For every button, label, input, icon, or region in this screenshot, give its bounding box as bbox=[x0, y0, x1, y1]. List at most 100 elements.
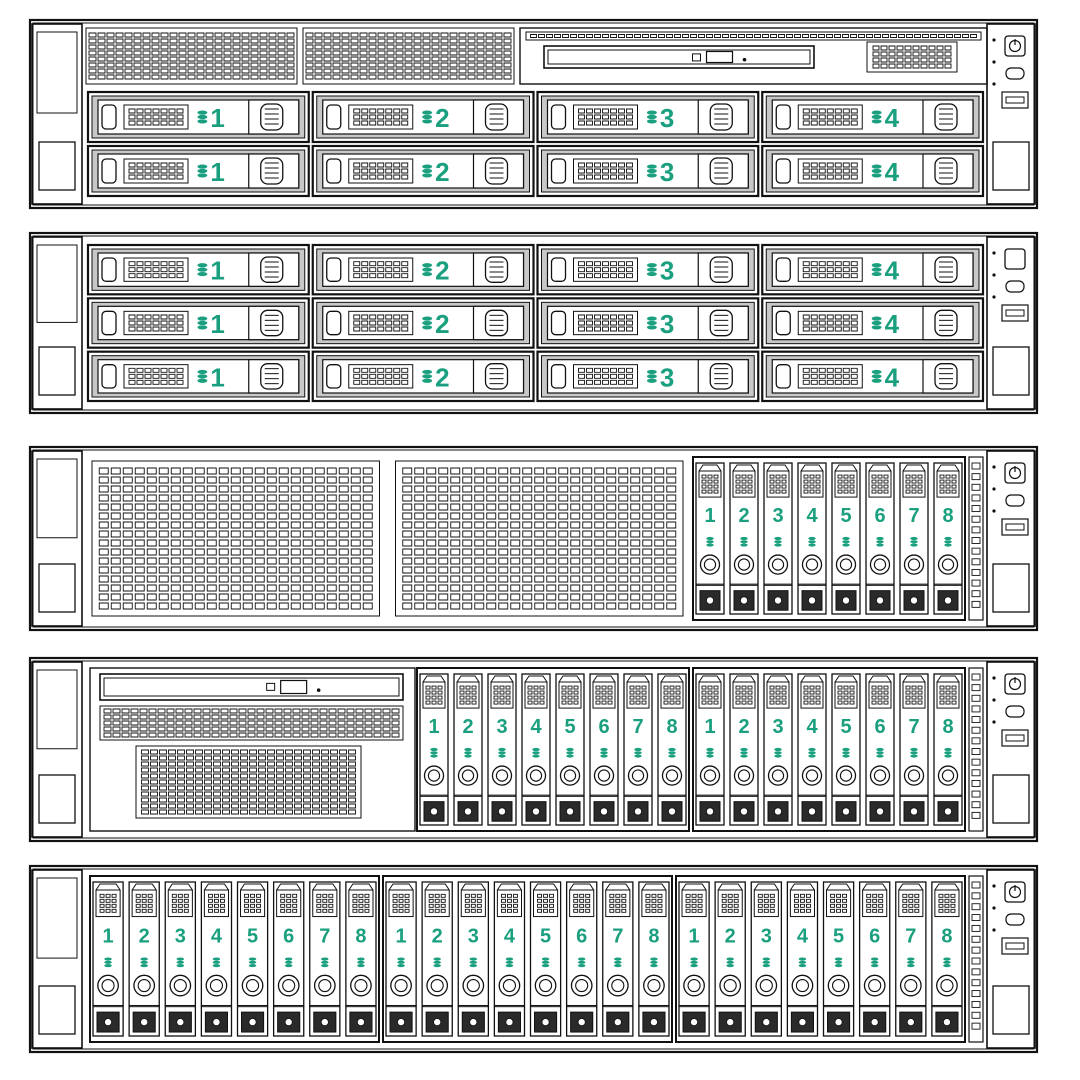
power-button-icon[interactable] bbox=[1004, 35, 1026, 57]
carrier-grille bbox=[240, 889, 266, 918]
usb-port-icon[interactable] bbox=[1001, 937, 1029, 955]
carrier-grille bbox=[348, 889, 374, 918]
drive-bay-number: 7 bbox=[908, 716, 919, 738]
drive-stack-icon bbox=[740, 536, 748, 547]
drive-stack-icon bbox=[726, 957, 734, 968]
power-button-icon[interactable] bbox=[1004, 673, 1026, 695]
drive-stack-icon bbox=[422, 263, 433, 277]
drive-stack-icon bbox=[943, 957, 951, 968]
drive-stack-icon bbox=[646, 164, 657, 178]
sff-drive-carrier: 8 bbox=[638, 881, 670, 1037]
drive-stack-icon bbox=[433, 957, 441, 968]
drive-bay-number: 5 bbox=[840, 505, 851, 527]
power-button-icon[interactable] bbox=[1004, 881, 1026, 903]
sff-drive-carrier: 3 bbox=[763, 673, 793, 826]
right-control-ear bbox=[986, 450, 1036, 627]
drive-stack-icon bbox=[876, 747, 884, 758]
carrier-grille bbox=[312, 889, 338, 918]
sff-drive-carrier: 4 bbox=[797, 462, 827, 615]
vent-panel bbox=[85, 27, 298, 85]
lff-drive-tray: 2 bbox=[311, 90, 535, 144]
sff-drive-carrier: 8 bbox=[657, 673, 687, 826]
carrier-grille bbox=[698, 470, 722, 498]
drive-bay-number: 4 bbox=[797, 925, 809, 947]
sff-drive-carrier: 5 bbox=[236, 881, 269, 1037]
drive-bay-number: 7 bbox=[905, 925, 916, 947]
drive-vent bbox=[348, 104, 414, 130]
lff-drive-tray: 2 bbox=[311, 144, 535, 198]
left-rack-ear bbox=[31, 236, 83, 410]
drive-bay-number: 1 bbox=[103, 925, 114, 947]
drive-bay-number: 2 bbox=[435, 256, 449, 286]
drive-stack-icon bbox=[646, 316, 657, 330]
drive-stack-icon bbox=[690, 957, 698, 968]
usb-port-icon[interactable] bbox=[1001, 518, 1029, 536]
usb-port-icon[interactable] bbox=[1001, 304, 1029, 322]
drive-bay-number: 3 bbox=[175, 925, 186, 947]
drive-bay-number: 7 bbox=[908, 505, 919, 527]
vent-panel bbox=[302, 27, 515, 85]
drive-stack-icon bbox=[212, 957, 221, 968]
drive-bay-number: 2 bbox=[432, 925, 443, 947]
drive-stack-icon bbox=[248, 957, 257, 968]
carrier-grille bbox=[789, 889, 815, 918]
carrier-grille bbox=[717, 889, 743, 918]
drive-stack-icon bbox=[834, 957, 843, 968]
drive-bay-number: 1 bbox=[689, 925, 700, 947]
drive-bay-number: 3 bbox=[660, 309, 674, 339]
sff-drive-carrier: 2 bbox=[714, 881, 746, 1037]
carrier-grille bbox=[800, 470, 824, 498]
left-panel bbox=[89, 667, 416, 832]
optical-drive bbox=[543, 45, 815, 69]
drive-stack-icon bbox=[422, 164, 433, 178]
drive-vent bbox=[797, 104, 863, 130]
usb-port-icon[interactable] bbox=[1001, 91, 1029, 109]
drive-stack-icon bbox=[871, 316, 882, 330]
drive-bay-number: 4 bbox=[885, 309, 900, 339]
sff-drive-carrier: 2 bbox=[453, 673, 483, 826]
drive-stack-icon bbox=[646, 263, 657, 277]
drive-vent bbox=[123, 364, 189, 389]
carrier-grille bbox=[902, 681, 926, 709]
lff-drive-tray: 1 bbox=[86, 144, 310, 198]
carrier-grille bbox=[868, 681, 892, 709]
left-rack-ear bbox=[31, 661, 83, 838]
drive-stack-icon bbox=[197, 369, 208, 383]
drive-stack-icon bbox=[469, 957, 478, 968]
lff-drive-tray: 3 bbox=[536, 243, 760, 296]
drive-vent bbox=[123, 257, 189, 282]
left-rack-ear bbox=[31, 869, 83, 1049]
lff-drive-tray: 3 bbox=[536, 350, 760, 403]
sff-drive-carrier: 4 bbox=[200, 881, 233, 1037]
drive-stack-icon bbox=[871, 369, 882, 383]
drive-stack-icon bbox=[646, 369, 657, 383]
vent-panel bbox=[395, 460, 684, 617]
drive-stack-icon bbox=[774, 747, 782, 758]
sff-drive-carrier: 4 bbox=[797, 673, 827, 826]
carrier-grille bbox=[868, 470, 892, 498]
drive-stack-icon bbox=[541, 957, 550, 968]
drive-stack-icon bbox=[871, 263, 882, 277]
drive-stack-icon bbox=[907, 957, 915, 968]
drive-stack-icon bbox=[197, 110, 208, 124]
lff-drive-tray: 1 bbox=[86, 297, 310, 349]
drive-bay-number: 4 bbox=[885, 157, 900, 187]
drive-stack-icon bbox=[706, 747, 714, 758]
drive-bay-number: 1 bbox=[704, 505, 715, 527]
sff-drive-carrier: 8 bbox=[933, 673, 963, 826]
power-button-icon[interactable] bbox=[1004, 462, 1026, 484]
optical-drive bbox=[99, 673, 404, 701]
lff-drive-tray: 4 bbox=[761, 243, 985, 296]
drive-stack-icon bbox=[197, 263, 208, 277]
carrier-grille bbox=[626, 681, 650, 709]
carrier-grille bbox=[898, 889, 924, 918]
drive-bay-number: 3 bbox=[660, 103, 674, 133]
drive-bay-number: 4 bbox=[211, 925, 223, 947]
usb-port-icon[interactable] bbox=[1001, 729, 1029, 747]
drive-vent bbox=[348, 158, 414, 184]
status-panel bbox=[968, 875, 984, 1043]
drive-stack-icon bbox=[284, 957, 293, 968]
lff-drive-tray: 4 bbox=[761, 144, 985, 198]
